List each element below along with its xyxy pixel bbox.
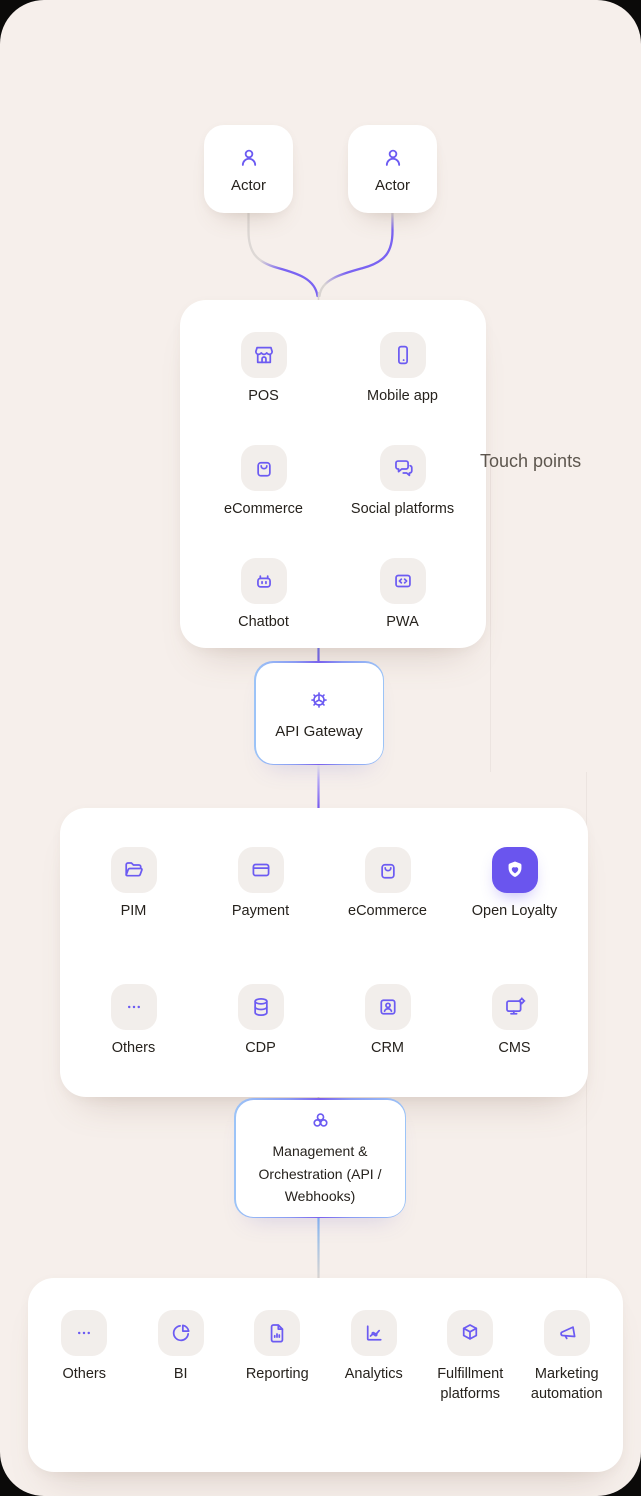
- icon-tile: [237, 983, 284, 1030]
- diagram-item-pim: PIM: [70, 847, 197, 961]
- diagram-item-bi: BI: [133, 1310, 230, 1472]
- actor-node: Actor: [348, 125, 437, 213]
- item-label: Marketing automation: [530, 1366, 603, 1403]
- code-window-icon: [394, 574, 411, 588]
- touchpoints-card: POS Mobile app eCommerce: [180, 300, 486, 648]
- item-label: Payment: [231, 903, 290, 919]
- diagram-item-fulfillment: Fulfillment platforms: [422, 1310, 519, 1472]
- megaphone-icon: [559, 1326, 576, 1340]
- person-icon: [241, 149, 256, 166]
- icon-tile-highlighted: [491, 847, 538, 893]
- icon-tile: [543, 1310, 590, 1356]
- shopping-bag-icon: [380, 863, 395, 879]
- diagram-item-cdp: CDP: [197, 983, 324, 1098]
- icon-tile: [240, 445, 287, 491]
- actor-label: Actor: [230, 176, 266, 194]
- actor-right-connector: [318, 211, 394, 298]
- background-line: [490, 462, 491, 772]
- management-label: Management & Orchestration (API / Webhoo…: [258, 1143, 382, 1205]
- shopping-bag-icon: [256, 461, 271, 477]
- monitor-gear-icon: [505, 996, 525, 1015]
- pie-chart-icon: [172, 1324, 190, 1342]
- diagram-item-ecommerce: eCommerce: [194, 445, 333, 535]
- icon-tile: [254, 1310, 301, 1356]
- item-label: POS: [248, 388, 279, 404]
- item-label: CDP: [245, 1039, 276, 1056]
- icon-tile: [379, 558, 426, 604]
- icon-tile: [447, 1310, 494, 1356]
- item-label: CRM: [370, 1039, 405, 1056]
- gear-icon: [311, 691, 327, 708]
- diagram-item-analytics: Analytics: [326, 1310, 423, 1472]
- actor-left-connector: [247, 211, 319, 298]
- item-label: Others: [111, 1039, 156, 1056]
- item-label: Mobile app: [367, 388, 438, 404]
- icon-tile: [379, 332, 426, 378]
- storefront-icon: [254, 346, 273, 364]
- actor-label: Actor: [374, 176, 410, 194]
- icon-tile: [240, 332, 287, 378]
- person-icon: [385, 149, 400, 166]
- open-folder-icon: [124, 862, 143, 877]
- analytics-chart-icon: [366, 1325, 382, 1341]
- item-label: Social platforms: [350, 501, 455, 517]
- outputs-card: Others BI Reporting: [28, 1278, 623, 1472]
- ellipsis-icon: [78, 1331, 91, 1335]
- icon-tile: [110, 847, 157, 893]
- services-card: PIM Payment eCommerce: [60, 808, 588, 1097]
- api-gateway-node: API Gateway: [254, 661, 384, 765]
- diagram-item-others-output: Others: [36, 1310, 133, 1472]
- icon-tile: [364, 983, 411, 1030]
- icon-tile: [237, 847, 284, 893]
- report-document-icon: [270, 1324, 284, 1343]
- contact-card-icon: [379, 998, 396, 1015]
- robot-icon: [256, 575, 271, 588]
- item-label: Chatbot: [238, 614, 289, 630]
- diagram-item-pwa: PWA: [333, 558, 472, 648]
- diagram-item-others-service: Others: [70, 983, 197, 1098]
- item-label: PWA: [386, 614, 419, 630]
- chat-bubbles-icon: [394, 460, 413, 477]
- management-node: Management & Orchestration (API / Webhoo…: [234, 1098, 406, 1218]
- diagram-item-payment: Payment: [197, 847, 324, 961]
- icon-tile: [379, 445, 426, 491]
- diagram-item-reporting: Reporting: [229, 1310, 326, 1472]
- diagram-item-mobile-app: Mobile app: [333, 332, 472, 422]
- touchpoints-section-label: Touch points: [480, 451, 582, 471]
- item-label: Others: [62, 1366, 106, 1382]
- icon-tile: [364, 847, 411, 893]
- icon-tile: [491, 983, 538, 1030]
- ellipsis-icon: [127, 1005, 140, 1008]
- icon-tile: [110, 983, 157, 1030]
- actor-node: Actor: [204, 125, 293, 213]
- diagram-item-marketing: Marketing automation: [519, 1310, 616, 1472]
- diagram-item-chatbot: Chatbot: [194, 558, 333, 648]
- database-icon: [253, 997, 268, 1016]
- webhook-icon: [312, 1113, 328, 1128]
- item-label: BI: [173, 1366, 188, 1382]
- diagram-item-open-loyalty: Open Loyalty: [451, 847, 578, 961]
- item-label: Open Loyalty: [471, 903, 558, 919]
- icon-tile: [240, 558, 287, 604]
- diagram-item-cms: CMS: [451, 983, 578, 1098]
- item-label: PIM: [120, 903, 147, 919]
- item-label: Fulfillment platforms: [437, 1366, 504, 1403]
- cube-icon: [463, 1324, 478, 1340]
- item-label: CMS: [498, 1039, 531, 1056]
- diagram-item-crm: CRM: [324, 983, 451, 1098]
- item-label: eCommerce: [348, 903, 427, 919]
- diagram-item-pos: POS: [194, 332, 333, 422]
- icon-tile: [157, 1310, 204, 1356]
- icon-tile: [350, 1310, 397, 1356]
- api-gateway-label: API Gateway: [275, 722, 363, 740]
- item-label: Analytics: [344, 1366, 403, 1382]
- credit-card-icon: [252, 863, 269, 877]
- diagram-item-social-platforms: Social platforms: [333, 445, 472, 535]
- item-label: eCommerce: [224, 501, 303, 517]
- open-loyalty-shield-logo: [508, 861, 521, 878]
- diagram-item-ecommerce-service: eCommerce: [324, 847, 451, 961]
- icon-tile: [61, 1310, 108, 1356]
- smartphone-icon: [397, 345, 408, 365]
- item-label: Reporting: [245, 1366, 309, 1382]
